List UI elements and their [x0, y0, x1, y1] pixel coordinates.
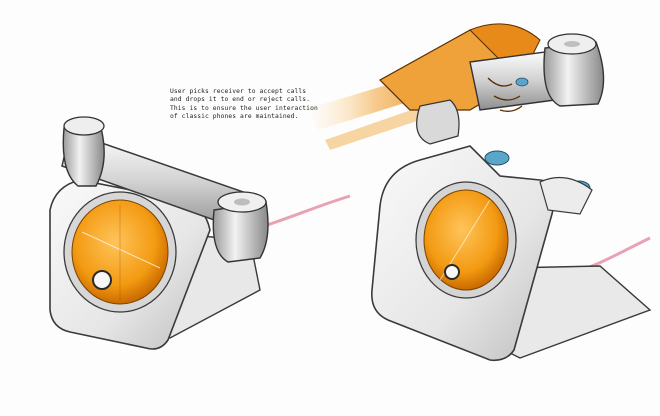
annotation-line: This is to ensure the user interaction [170, 104, 318, 112]
left-phone [49, 116, 351, 350]
right-receiver-cap [212, 201, 269, 263]
annotation-line: of classic phones are maintained. [170, 113, 299, 121]
annotation-line: and drops it to end or reject calls. [170, 96, 311, 104]
right-phone [371, 145, 652, 362]
hand-with-receiver [310, 23, 605, 150]
left-phone-button-icon [92, 270, 112, 290]
design-annotation: User picks receiver to accept calls and … [170, 88, 330, 122]
cradle-slot-left-icon [484, 150, 510, 166]
right-phone-dial [423, 189, 509, 291]
left-phone-cord [257, 194, 351, 230]
left-receiver-cap [62, 123, 105, 187]
annotation-line: User picks receiver to accept calls [170, 88, 307, 95]
right-phone-button-icon [444, 264, 460, 280]
receiver-button-icon [515, 77, 529, 87]
